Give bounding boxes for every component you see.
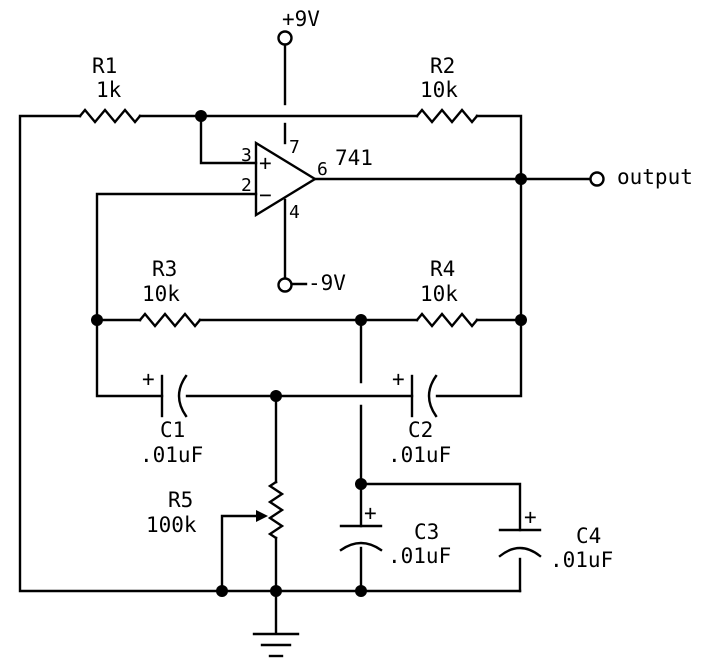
c2-value: .01uF (388, 443, 451, 467)
capacitor-c2 (410, 374, 438, 418)
r1-value: 1k (96, 78, 122, 102)
opamp-minus-sign: − (259, 183, 272, 207)
junction-dot (91, 314, 103, 326)
terminal-vneg (277, 277, 293, 293)
junction-dot (515, 173, 527, 185)
junction-dot (195, 110, 207, 122)
c4-polarity: + (524, 505, 537, 529)
pin-2-label: 2 (241, 175, 252, 196)
terminal-vpos (277, 30, 293, 46)
c3-value: .01uF (388, 544, 451, 568)
r1-name: R1 (92, 54, 117, 78)
c3-name: C3 (414, 520, 439, 544)
c4-value: .01uF (550, 548, 613, 572)
r3-value: 10k (142, 282, 180, 306)
wires (18, 44, 591, 634)
wire-inverting-input (95, 192, 258, 398)
r4-value: 10k (420, 282, 458, 306)
wire-right-rail (435, 177, 523, 398)
potentiometer-r5 (267, 480, 285, 540)
opamp-plus-sign: + (259, 151, 272, 175)
c3-polarity: + (364, 501, 377, 525)
capacitor-c4 (498, 528, 542, 558)
opamp-part-label: 741 (335, 146, 373, 170)
wire-top-rail-right (475, 114, 523, 181)
r4-name: R4 (430, 257, 455, 281)
pin-7-label: 7 (289, 137, 300, 158)
junction-dots (91, 110, 527, 597)
r5-value: 100k (146, 513, 197, 537)
junction-dot (270, 585, 282, 597)
c4-name: C4 (576, 524, 601, 548)
c1-polarity: + (142, 367, 155, 391)
output-label: output (617, 165, 693, 189)
r2-value: 10k (420, 78, 458, 102)
c1-name: C1 (160, 418, 185, 442)
pin-4-label: 4 (289, 202, 300, 223)
c2-polarity: + (392, 367, 405, 391)
ground-icon (252, 632, 300, 658)
wire-left-rail (18, 114, 224, 593)
r3-name: R3 (152, 257, 177, 281)
supply-positive-label: +9V (282, 7, 320, 31)
resistor-r1 (78, 108, 142, 124)
pin-3-label: 3 (241, 145, 252, 166)
resistor-r4 (415, 312, 479, 328)
junction-dot (270, 390, 282, 402)
pin-6-label: 6 (317, 159, 328, 180)
c2-name: C2 (408, 418, 433, 442)
wire-noninverting-input (199, 114, 258, 165)
resistor-r3 (138, 312, 202, 328)
terminal-output (589, 171, 605, 187)
wire-c3-c4-link (359, 482, 522, 532)
junction-dot (216, 585, 228, 597)
c1-value: .01uF (140, 443, 203, 467)
r5-name: R5 (168, 488, 193, 512)
capacitor-c1 (160, 374, 188, 418)
junction-dot (355, 478, 367, 490)
opamp-triangle (254, 140, 318, 218)
wiper-arrow-icon (256, 510, 268, 522)
resistor-r2 (415, 108, 479, 124)
junction-dot (355, 314, 367, 326)
wire-pot-wiper (220, 514, 260, 593)
junction-dot (515, 314, 527, 326)
r2-name: R2 (430, 54, 455, 78)
supply-negative-label: -9V (308, 271, 346, 295)
capacitor-c3 (339, 524, 383, 552)
junction-dot (355, 585, 367, 597)
